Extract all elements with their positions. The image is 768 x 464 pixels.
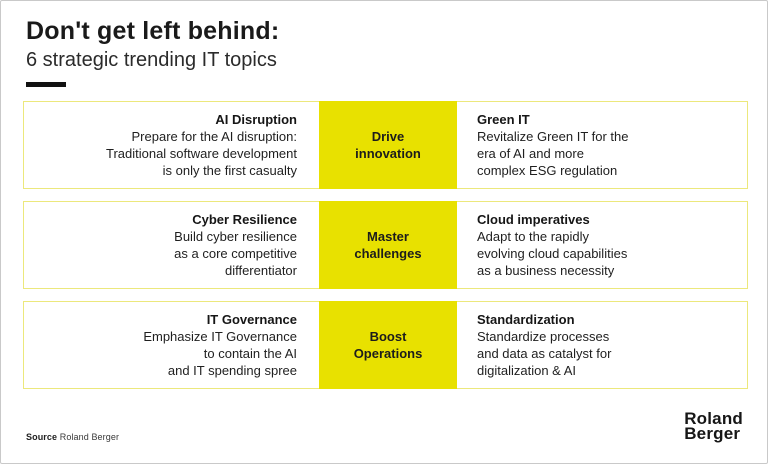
topic-text-line: to contain the AI	[203, 346, 297, 361]
page-title: Don't get left behind:	[26, 17, 280, 45]
topic-row-drive-innovation: AI Disruption Prepare for the AI disrupt…	[23, 101, 748, 189]
topic-text-line: digitalization & AI	[477, 363, 577, 378]
logo-line: Berger	[684, 424, 741, 443]
topic-text-line: and IT spending spree	[167, 363, 297, 378]
source-value: Roland Berger	[59, 432, 120, 442]
topic-text-line: and data as catalyst for	[477, 346, 612, 361]
header: Don't get left behind: 6 strategic trend…	[26, 16, 279, 87]
topic-heading: Green IT	[477, 112, 530, 127]
source-label: Source	[26, 432, 58, 442]
action-label-line: Operations	[353, 346, 423, 361]
topic-ai-disruption: AI Disruption Prepare for the AI disrupt…	[24, 102, 319, 188]
action-label-line: Master	[367, 229, 409, 244]
roland-berger-logo: Roland Berger	[684, 409, 743, 443]
action-label-drive-innovation: Drive innovation	[319, 101, 457, 189]
topic-heading: Standardization	[477, 312, 575, 327]
topic-text-line: Traditional software development	[105, 146, 297, 161]
action-label-line: Boost	[369, 329, 407, 344]
topic-text-line: Standardize processes	[477, 329, 610, 344]
title-underline-bar	[26, 82, 66, 87]
source-note: Source Roland Berger	[26, 432, 119, 442]
topic-cloud-imperatives: Cloud imperatives Adapt to the rapidly e…	[477, 202, 747, 288]
topic-text-line: is only the first casualty	[162, 163, 297, 178]
topic-green-it: Green IT Revitalize Green IT for the era…	[477, 102, 747, 188]
topic-heading: IT Governance	[206, 312, 297, 327]
action-label-line: Drive	[371, 129, 405, 144]
topic-heading: Cloud imperatives	[477, 212, 590, 227]
action-label-line: challenges	[354, 246, 422, 261]
action-label-boost-operations: Boost Operations	[319, 301, 457, 389]
topic-text-line: Adapt to the rapidly	[477, 229, 590, 244]
topic-text-line: differentiator	[224, 263, 297, 278]
action-label-line: innovation	[355, 146, 421, 161]
page-subtitle: 6 strategic trending IT topics	[26, 49, 277, 71]
action-label-master-challenges: Master challenges	[319, 201, 457, 289]
topic-it-governance: IT Governance Emphasize IT Governance to…	[24, 302, 319, 388]
topic-cyber-resilience: Cyber Resilience Build cyber resilience …	[24, 202, 319, 288]
topic-heading: AI Disruption	[215, 112, 297, 127]
topic-text-line: Revitalize Green IT for the	[477, 129, 629, 144]
topic-row-master-challenges: Cyber Resilience Build cyber resilience …	[23, 201, 748, 289]
topic-rows: AI Disruption Prepare for the AI disrupt…	[23, 101, 748, 401]
topic-text-line: as a core competitive	[174, 246, 297, 261]
topic-text-line: evolving cloud capabilities	[477, 246, 628, 261]
topic-heading: Cyber Resilience	[192, 212, 297, 227]
topic-text-line: as a business necessity	[477, 263, 615, 278]
topic-text-line: Build cyber resilience	[174, 229, 297, 244]
topic-text-line: Prepare for the AI disruption:	[131, 129, 297, 144]
topic-text-line: era of AI and more	[477, 146, 584, 161]
topic-standardization: Standardization Standardize processes an…	[477, 302, 747, 388]
topic-text-line: Emphasize IT Governance	[143, 329, 297, 344]
logo-line: Roland	[684, 409, 743, 428]
topic-row-boost-operations: IT Governance Emphasize IT Governance to…	[23, 301, 748, 389]
topic-text-line: complex ESG regulation	[477, 163, 618, 178]
